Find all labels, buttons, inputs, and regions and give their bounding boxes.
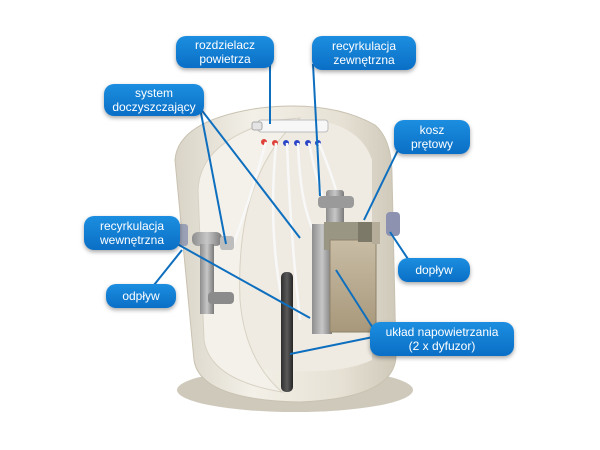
external-recirculation-pipe	[312, 190, 354, 334]
pointer-polishing-system-2	[199, 107, 227, 245]
label-air-distributor-text: rozdzielacz powietrza	[194, 38, 256, 66]
label-bar-screen-text: kosz prętowy	[410, 123, 454, 151]
pointer-aeration-2	[289, 335, 379, 355]
label-internal-recirculation-text: recyrkulacja wewnętrzna	[99, 219, 165, 247]
tank-partition	[197, 117, 302, 393]
label-external-recirculation-text: recyrkulacja zewnętrzna	[331, 39, 397, 67]
pointer-outlet	[149, 249, 183, 291]
air-hoses	[230, 141, 338, 321]
pointer-internal-recirculation	[169, 239, 311, 319]
pointer-external-recirculation	[312, 63, 321, 197]
label-inlet: dopływ	[398, 258, 470, 282]
label-aeration-system: układ napowietrzania (2 x dyfuzor)	[370, 322, 514, 356]
pointer-lines	[149, 63, 411, 355]
air-distributor-manifold	[251, 119, 329, 146]
label-polishing-system-text: system doczyszczający	[112, 86, 196, 114]
pointer-bar-screen	[363, 149, 399, 221]
pointer-inlet	[389, 231, 411, 263]
label-aeration-system-text: układ napowietrzania (2 x dyfuzor)	[385, 325, 499, 353]
pointer-polishing-system	[199, 107, 301, 239]
label-air-distributor: rozdzielacz powietrza	[176, 36, 274, 68]
label-internal-recirculation: recyrkulacja wewnętrzna	[84, 216, 180, 250]
inlet-stub	[386, 212, 400, 236]
label-outlet: odpływ	[106, 284, 176, 308]
label-polishing-system: system doczyszczający	[104, 84, 204, 116]
label-inlet-text: dopływ	[415, 263, 453, 277]
bar-screen-basket	[324, 222, 380, 333]
label-external-recirculation: recyrkulacja zewnętrzna	[312, 36, 416, 70]
label-bar-screen: kosz prętowy	[394, 120, 470, 154]
aeration-diffuser	[281, 272, 293, 392]
label-outlet-text: odpływ	[122, 289, 160, 303]
